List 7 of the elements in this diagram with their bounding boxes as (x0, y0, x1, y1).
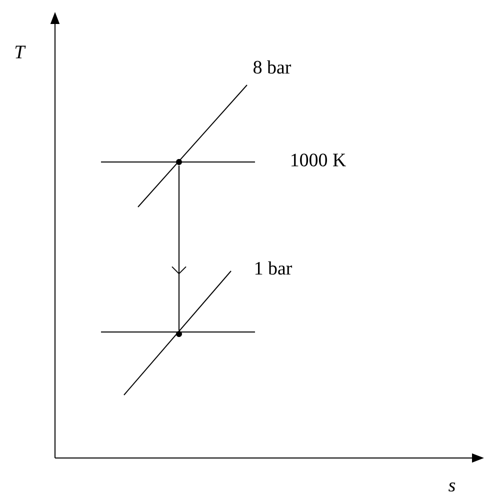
isobar-label: 8 bar (254, 60, 292, 74)
axis-label: s (448, 482, 456, 492)
axis-label: T (15, 46, 26, 58)
isobar-label: 1 bar (255, 261, 292, 275)
state-point (176, 159, 182, 165)
isotherm-label: 1000 K (292, 154, 346, 166)
state-point (176, 331, 182, 337)
